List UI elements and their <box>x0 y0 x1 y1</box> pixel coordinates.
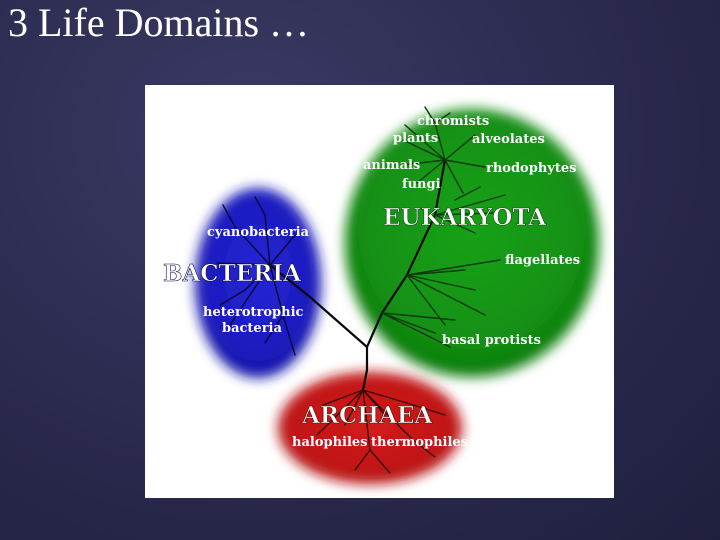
group-label-animals: animals <box>363 158 420 173</box>
group-label-rhodophytes: rhodophytes <box>486 161 576 176</box>
group-label-alveolates: alveolates <box>472 132 545 147</box>
group-label-fungi: fungi <box>402 177 441 192</box>
group-label-plants: plants <box>393 131 438 146</box>
phylogenetic-tree <box>216 106 506 474</box>
domain-label-eukaryota: EUKARYOTA <box>383 204 547 231</box>
group-label-halophiles: halophiles <box>292 435 368 450</box>
group-label-heterotrophic: heterotrophic <box>203 305 304 320</box>
eukaryota-region <box>345 109 599 377</box>
archaea-region <box>278 372 462 484</box>
domain-label-archaea: ARCHAEA <box>301 402 433 429</box>
group-label-thermophiles: thermophiles <box>371 435 468 450</box>
group-label-cyanobacteria: cyanobacteria <box>207 225 310 240</box>
slide-title: 3 Life Domains … <box>8 0 310 45</box>
domain-label-bacteria: BACTERIA <box>163 260 302 287</box>
tree-of-life-diagram: chromists plants alveolates animals rhod… <box>163 106 599 484</box>
tree-of-life-figure: chromists plants alveolates animals rhod… <box>145 85 614 498</box>
group-label-basal-protists: basal protists <box>442 333 541 348</box>
group-label-chromists: chromists <box>417 114 489 129</box>
group-label-flagellates: flagellates <box>505 253 580 268</box>
group-label-bacteria: bacteria <box>222 321 282 336</box>
